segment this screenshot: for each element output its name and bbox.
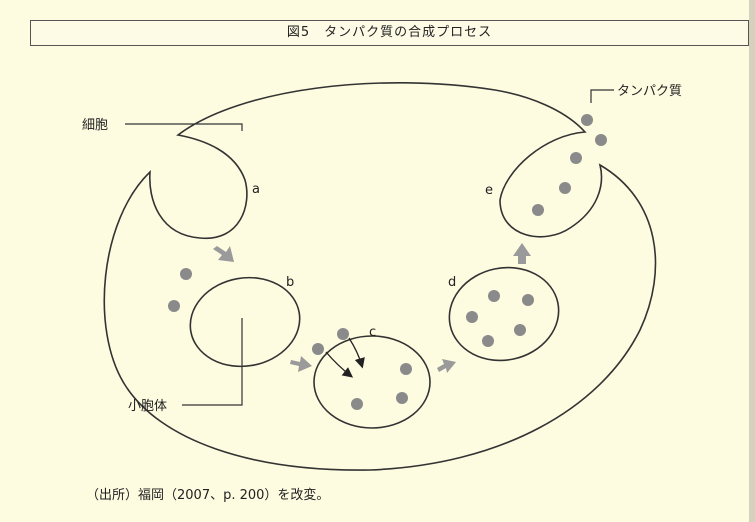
protein-dot	[351, 398, 363, 410]
protein-leader-line	[590, 89, 614, 103]
stage-b-label: b	[286, 275, 294, 290]
arrow-d-to-e	[513, 243, 531, 264]
arrow-into-vesicle-2	[348, 337, 365, 369]
protein-dot	[400, 363, 412, 375]
protein-dots	[168, 114, 607, 410]
transition-arrows	[213, 243, 531, 373]
protein-dot	[559, 182, 571, 194]
arrow-a-to-b	[213, 246, 234, 262]
protein-dot	[522, 294, 534, 306]
protein-dot	[570, 152, 582, 164]
cell-leader-line	[125, 123, 243, 131]
vesicle-b	[189, 276, 301, 368]
protein-dot	[466, 311, 478, 323]
protein-dot	[482, 335, 494, 347]
page-edge	[749, 0, 755, 522]
arrow-c-to-d	[437, 359, 456, 373]
vesicle-leader-line	[182, 318, 243, 406]
protein-dot	[180, 268, 192, 280]
protein-label: タンパク質	[617, 84, 682, 99]
leader-lines	[125, 89, 614, 406]
black-arrows	[325, 337, 365, 378]
vesicle-d	[448, 266, 560, 362]
arrow-b-to-c	[290, 356, 312, 372]
vesicle-c	[313, 335, 431, 429]
protein-dot	[337, 328, 349, 340]
cell-label: 細胞	[82, 118, 108, 133]
stage-d-label: d	[448, 275, 456, 290]
protein-dot	[532, 204, 544, 216]
stage-c-label: c	[369, 325, 376, 340]
figure-title: 図5 タンパク質の合成プロセス	[30, 20, 749, 46]
protein-dot	[488, 290, 500, 302]
source-note: （出所）福岡（2007、p. 200）を改変。	[86, 488, 330, 503]
vesicle-label: 小胞体	[128, 399, 167, 414]
protein-dot	[581, 114, 593, 126]
arrow-into-vesicle-1	[325, 351, 354, 378]
protein-dot	[168, 300, 180, 312]
protein-dot	[312, 343, 324, 355]
stage-e-label: e	[485, 183, 493, 198]
protein-dot	[595, 134, 607, 146]
cell-membrane	[103, 81, 657, 471]
stage-a-label: a	[252, 182, 260, 197]
protein-dot	[396, 392, 408, 404]
protein-dot	[514, 324, 526, 336]
